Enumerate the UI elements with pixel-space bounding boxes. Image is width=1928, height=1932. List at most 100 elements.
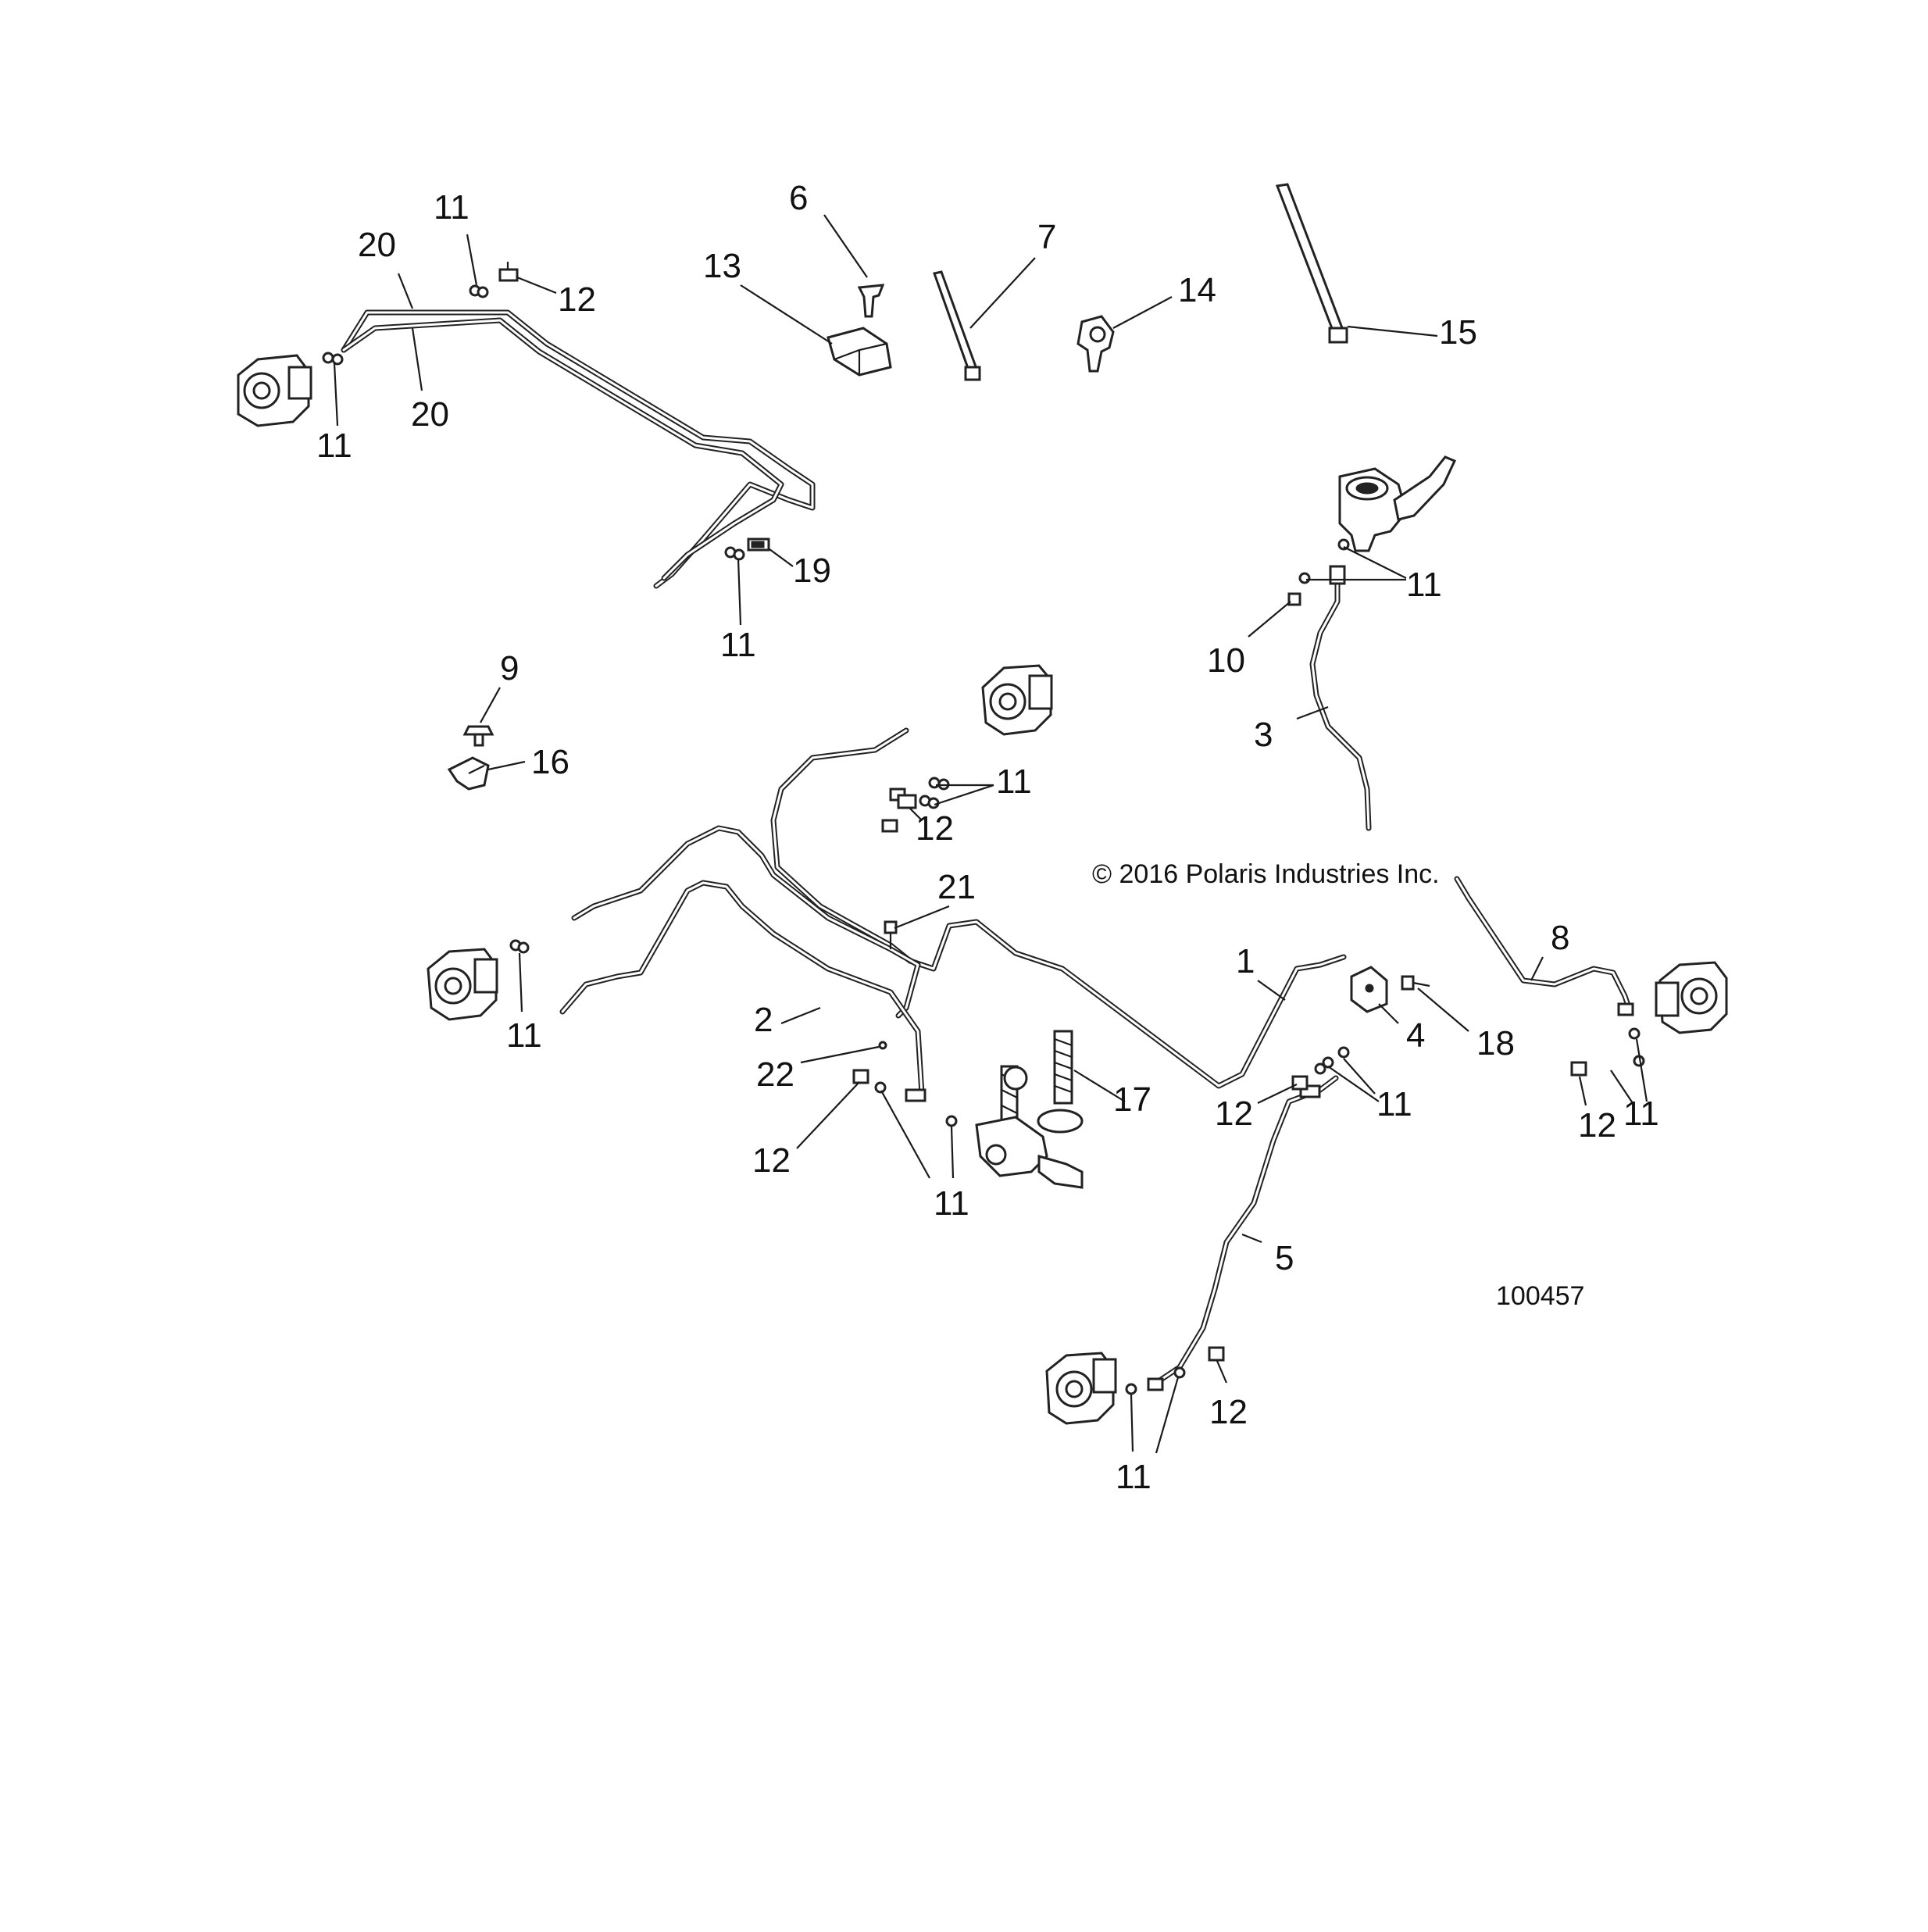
brake-line-20 <box>341 309 816 589</box>
brake-line-1 <box>770 727 1347 1089</box>
callout-12: 12 <box>752 1141 791 1180</box>
leader-20-lower <box>411 327 423 391</box>
bolt-18 <box>1401 975 1430 991</box>
callout-11: 11 <box>934 1184 969 1223</box>
washer-11-u <box>1337 1046 1350 1059</box>
callout-6: 6 <box>789 179 808 217</box>
hose-17 <box>1037 1030 1084 1134</box>
leader-10 <box>1248 601 1291 637</box>
caliper-top-left <box>237 354 312 427</box>
washer-11-s <box>1314 1062 1326 1075</box>
washer-11-b <box>331 353 344 366</box>
cable-tie-15 <box>1275 183 1348 344</box>
callout-10: 10 <box>1207 641 1245 680</box>
master-cylinder <box>1338 455 1457 552</box>
leader-12-bottom <box>1216 1360 1228 1384</box>
leader-12-mid <box>909 808 923 821</box>
banjo-bolt-12-lower <box>852 1069 869 1084</box>
callout-11: 11 <box>720 626 756 664</box>
leader-16 <box>487 760 526 771</box>
callout-12: 12 <box>1215 1095 1253 1133</box>
callout-20: 20 <box>411 395 449 434</box>
leader-12-right <box>1578 1076 1587 1106</box>
callout-22: 22 <box>756 1055 794 1094</box>
callout-16: 16 <box>531 743 569 781</box>
caliper-right <box>1655 961 1728 1034</box>
caliper-bottom <box>1045 1352 1117 1425</box>
leader-20-upper <box>397 273 414 309</box>
callout-13: 13 <box>703 247 741 285</box>
leader-11-mid-b <box>934 784 994 806</box>
callout-11: 11 <box>434 188 470 227</box>
leader-18 <box>1417 987 1469 1032</box>
line-8-fitting <box>1617 1002 1634 1016</box>
leader-11-top <box>466 234 478 286</box>
leader-11-lower-a <box>880 1090 930 1179</box>
washer-11-h <box>1298 572 1311 584</box>
fastener-9 <box>462 725 494 747</box>
clamp-13 <box>827 327 892 377</box>
valve-assembly <box>975 1065 1084 1189</box>
caliper-middle-left <box>427 948 498 1021</box>
leader-8 <box>1530 956 1544 981</box>
leader-14 <box>1112 296 1173 329</box>
leader-11-right-a <box>1635 1038 1648 1102</box>
callout-15: 15 <box>1439 313 1477 352</box>
leader-12-lower-right <box>1257 1084 1298 1104</box>
bolt-19 <box>747 537 770 552</box>
callout-7: 7 <box>1037 218 1056 256</box>
callout-19: 19 <box>793 552 831 590</box>
leader-21 <box>894 905 950 930</box>
leader-11-left <box>333 362 339 427</box>
leader-9 <box>480 687 501 723</box>
callout-11: 11 <box>1376 1085 1412 1123</box>
banjo-bolt-12-top <box>498 262 519 282</box>
washer-11-f <box>733 548 745 561</box>
leader-6 <box>823 214 868 278</box>
callout-20: 20 <box>358 226 396 264</box>
leader-11-right-b <box>1610 1070 1635 1106</box>
leader-11-left-mid <box>518 952 523 1012</box>
washer-11-a <box>322 352 334 364</box>
leader-17 <box>1073 1070 1126 1102</box>
callout-5: 5 <box>1275 1239 1294 1277</box>
washer-11-p <box>945 1115 958 1127</box>
callout-11: 11 <box>1406 566 1442 604</box>
washer-11-w <box>1173 1366 1186 1379</box>
callout-12: 12 <box>1209 1393 1248 1431</box>
leader-12-top <box>516 276 557 295</box>
leader-3 <box>1296 705 1329 720</box>
washer-11-t <box>1322 1056 1334 1069</box>
washer-11-d <box>477 286 489 298</box>
leader-4 <box>1378 1003 1399 1024</box>
washer-11-q <box>1628 1027 1641 1040</box>
leader-15 <box>1347 325 1438 337</box>
clamp-16 <box>447 756 490 791</box>
callout-21: 21 <box>937 868 976 906</box>
leader-11-lower-right-b <box>1327 1066 1380 1102</box>
leader-1 <box>1257 980 1286 1001</box>
callout-9: 9 <box>500 649 519 687</box>
cable-tie-7 <box>933 270 981 381</box>
callout-8: 8 <box>1551 919 1569 957</box>
callout-18: 18 <box>1476 1024 1515 1062</box>
banjo-bolt-12-right <box>1570 1061 1587 1077</box>
washer-11-n <box>517 941 530 954</box>
callout-12: 12 <box>916 809 954 848</box>
clip-14 <box>1076 315 1115 373</box>
callout-4: 4 <box>1406 1016 1425 1055</box>
brake-line-2 <box>559 825 925 1097</box>
leader-22 <box>800 1045 880 1064</box>
callout-11: 11 <box>506 1016 542 1055</box>
leader-5 <box>1241 1233 1262 1244</box>
brake-line-8 <box>1454 876 1632 1011</box>
callout-14: 14 <box>1178 271 1216 309</box>
leader-11-lower-right-a <box>1343 1058 1376 1095</box>
leader-2 <box>780 1006 821 1025</box>
leader-7 <box>969 257 1036 329</box>
block-4 <box>1350 966 1388 1013</box>
leader-13 <box>740 284 833 345</box>
callout-11: 11 <box>996 762 1032 801</box>
